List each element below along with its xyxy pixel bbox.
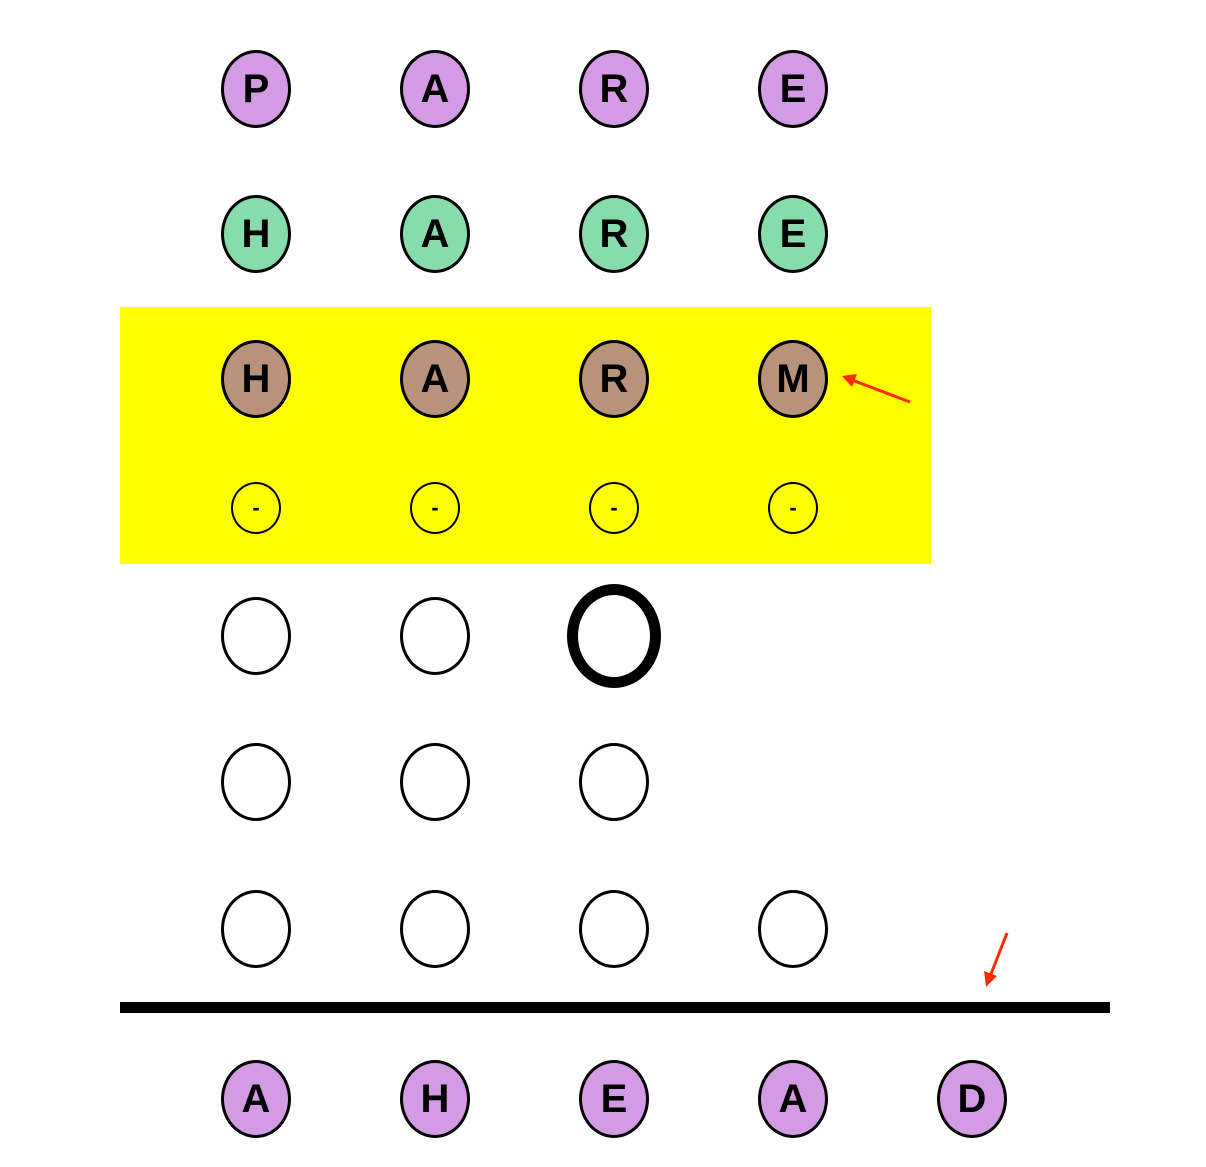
answer-letter-tile[interactable]: D xyxy=(937,1060,1007,1138)
guess-letter-tile[interactable]: A xyxy=(400,50,470,128)
guess-letter-tile[interactable]: E xyxy=(758,50,828,128)
empty-slot[interactable] xyxy=(400,597,470,675)
empty-slot[interactable] xyxy=(221,890,291,968)
answer-letter-tile[interactable]: E xyxy=(579,1060,649,1138)
guess-letter-tile[interactable]: R xyxy=(579,195,649,273)
guess-letter-tile[interactable]: R xyxy=(579,50,649,128)
empty-slot[interactable] xyxy=(579,890,649,968)
answer-letter-tile[interactable]: A xyxy=(221,1060,291,1138)
answer-letter-tile[interactable]: A xyxy=(758,1060,828,1138)
guess-letter-tile[interactable]: H xyxy=(221,195,291,273)
guess-letter-tile[interactable]: R xyxy=(579,340,649,418)
empty-slot[interactable] xyxy=(221,597,291,675)
feedback-peg[interactable]: - xyxy=(231,482,281,534)
guess-letter-tile[interactable]: P xyxy=(221,50,291,128)
answer-letter-tile[interactable]: H xyxy=(400,1060,470,1138)
divider-line xyxy=(120,1002,1110,1013)
empty-slot[interactable] xyxy=(579,743,649,821)
active-empty-slot[interactable] xyxy=(567,584,661,688)
feedback-peg[interactable]: - xyxy=(410,482,460,534)
arrowhead-to-divider xyxy=(984,971,997,987)
arrow-line-to-divider xyxy=(989,932,1009,975)
guess-letter-tile[interactable]: A xyxy=(400,340,470,418)
guess-letter-tile[interactable]: M xyxy=(758,340,828,418)
empty-slot[interactable] xyxy=(400,743,470,821)
empty-slot[interactable] xyxy=(400,890,470,968)
empty-slot[interactable] xyxy=(221,743,291,821)
guess-letter-tile[interactable]: H xyxy=(221,340,291,418)
feedback-peg[interactable]: - xyxy=(589,482,639,534)
guess-letter-tile[interactable]: A xyxy=(400,195,470,273)
feedback-peg[interactable]: - xyxy=(768,482,818,534)
empty-slot[interactable] xyxy=(758,890,828,968)
guess-letter-tile[interactable]: E xyxy=(758,195,828,273)
